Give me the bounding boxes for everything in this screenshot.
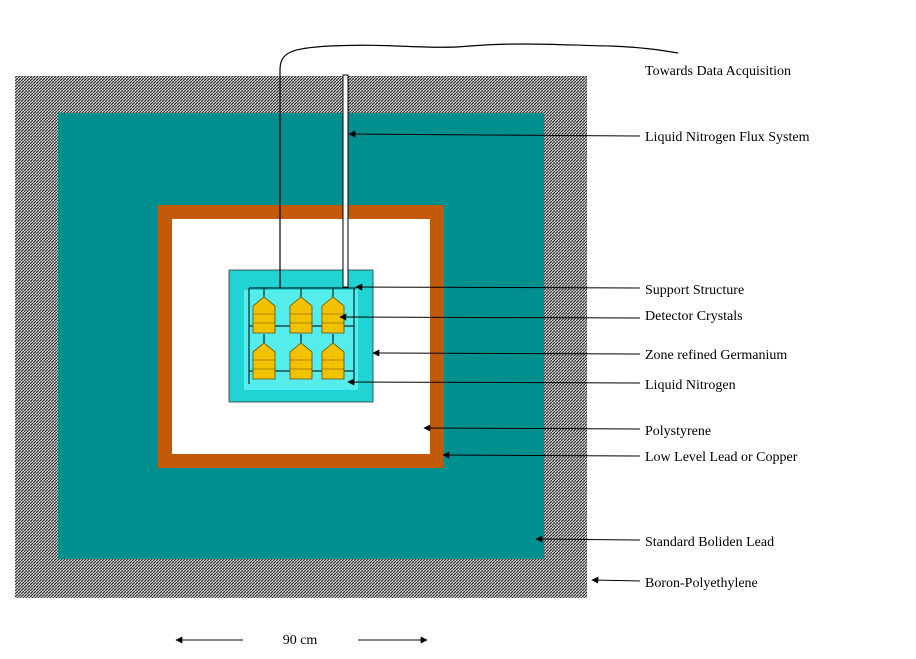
leader-boliden <box>535 535 641 543</box>
label-boron: Boron-Polyethylene <box>645 576 758 591</box>
label-support: Support Structure <box>645 283 744 298</box>
leader-low-level <box>442 451 641 459</box>
leader-crystals <box>339 313 641 321</box>
leader-boron <box>591 576 641 584</box>
label-towards-daq: Towards Data Acquisition <box>645 64 791 79</box>
label-liquid-n2: Liquid Nitrogen <box>645 378 736 393</box>
label-zone-ge: Zone refined Germanium <box>645 348 787 363</box>
label-ln-flux: Liquid Nitrogen Flux System <box>645 130 810 145</box>
scale-label: 90 cm <box>283 633 318 648</box>
leader-lines <box>339 130 641 584</box>
label-crystals: Detector Crystals <box>645 309 743 324</box>
label-polystyrene: Polystyrene <box>645 424 711 439</box>
label-boliden: Standard Boliden Lead <box>645 535 774 550</box>
detector-crystals <box>252 296 345 380</box>
leader-ln-flux <box>348 130 641 138</box>
data-acquisition-cable <box>279 43 679 288</box>
detector-crystal <box>252 296 276 334</box>
leader-polystyrene <box>423 424 641 432</box>
leader-support <box>355 283 641 291</box>
detector-crystal <box>252 342 276 380</box>
detector-crystal <box>321 342 345 380</box>
scale-bar: 90 cm <box>175 633 428 648</box>
leader-liquid-n2 <box>347 378 641 386</box>
detector-crystal <box>289 296 313 334</box>
label-low-level: Low Level Lead or Copper <box>645 450 798 465</box>
detector-crystal <box>289 342 313 380</box>
liquid-nitrogen-flux-pipe <box>342 74 349 288</box>
leader-zone-ge <box>372 349 641 357</box>
